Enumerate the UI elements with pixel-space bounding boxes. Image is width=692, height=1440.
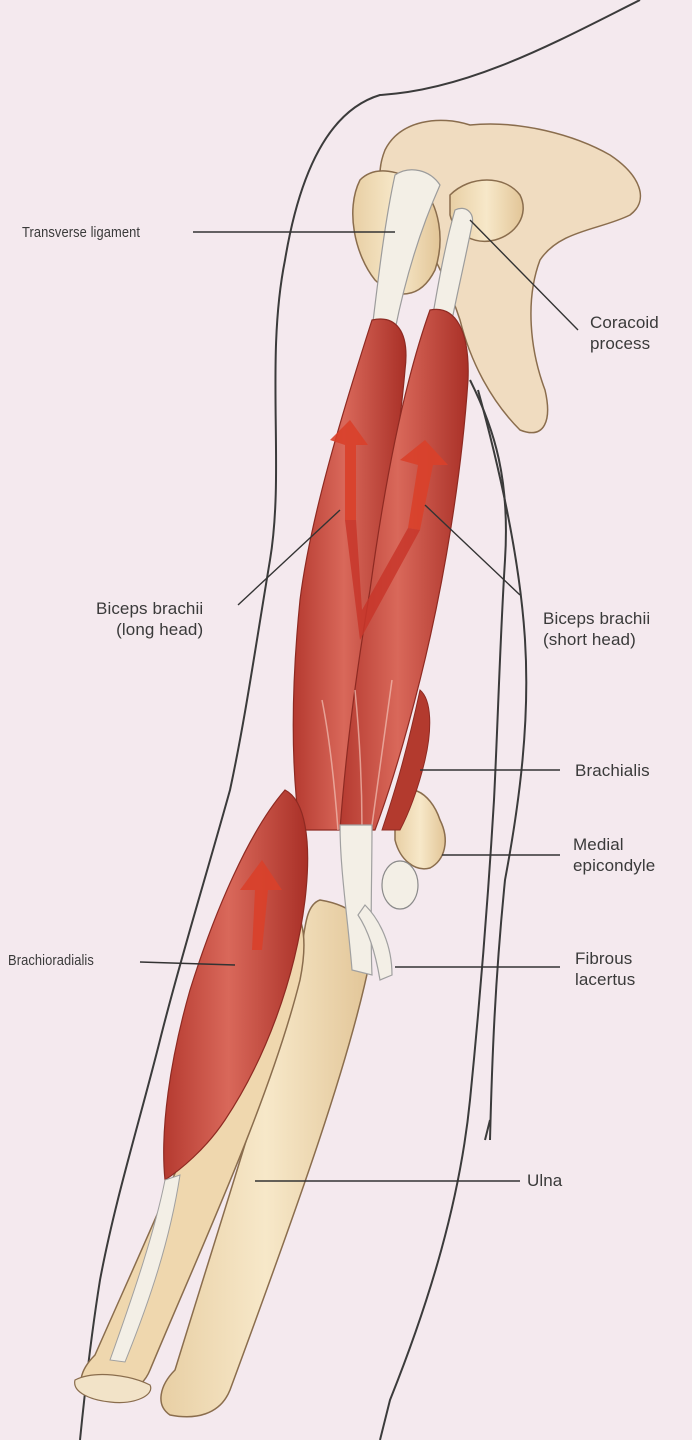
label-fibrous-lacertus: Fibrous lacertus (575, 948, 635, 990)
label-transverse-ligament: Transverse ligament (22, 222, 140, 243)
label-brachioradialis: Brachioradialis (8, 950, 94, 971)
label-biceps-long-head: Biceps brachii (long head) (96, 598, 203, 640)
biceps-brachii (293, 309, 468, 830)
label-biceps-short-head: Biceps brachii (short head) (543, 608, 650, 650)
label-medial-epicondyle: Medial epicondyle (573, 834, 655, 876)
label-coracoid-process: Coracoid process (590, 312, 659, 354)
label-ulna: Ulna (527, 1170, 562, 1191)
label-brachialis: Brachialis (575, 760, 650, 781)
